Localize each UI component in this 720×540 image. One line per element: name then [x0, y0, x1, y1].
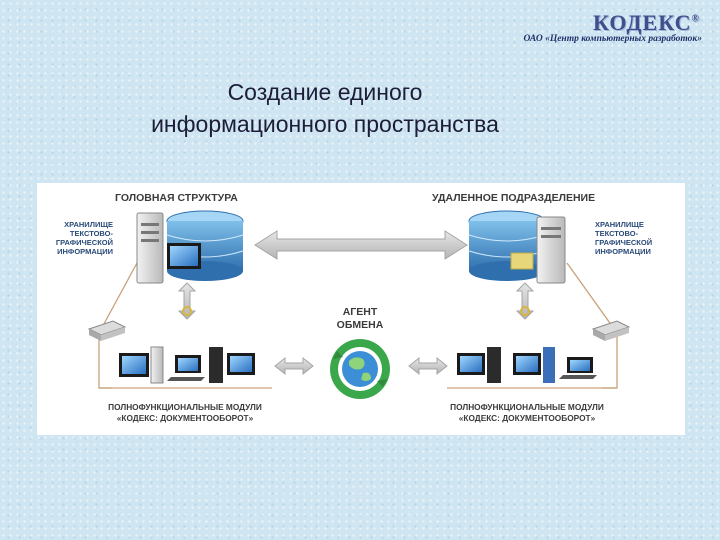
- kodeks-logo: КОДЕКС®: [592, 10, 700, 35]
- exchange-agent-globe-icon: [330, 339, 390, 399]
- remote-server-icon: [468, 210, 566, 284]
- title-line-2: информационного пространства: [151, 111, 499, 137]
- head-structure-label: ГОЛОВНАЯ СТРУКТУРА: [115, 192, 238, 204]
- agent-arrow-left-icon: [274, 356, 314, 376]
- svg-text:ИНФОРМАЦИИ: ИНФОРМАЦИИ: [57, 247, 113, 256]
- agent-label-line2: ОБМЕНА: [337, 319, 384, 331]
- sync-arrow-icon: [254, 230, 468, 260]
- vertical-arrow-left-icon: [177, 282, 197, 320]
- svg-text:ГРАФИЧЕСКОЙ: ГРАФИЧЕСКОЙ: [595, 238, 652, 247]
- modules-left-line2: «КОДЕКС: ДОКУМЕНТООБОРОТ»: [117, 413, 254, 423]
- workstations-right-icon: [457, 347, 597, 383]
- storage-label-left: ХРАНИЛИЩЕ ТЕКСТОВО- ГРАФИЧЕСКОЙ ИНФОРМАЦ…: [56, 220, 114, 256]
- workstations-left-icon: [119, 346, 255, 384]
- head-server-icon: [136, 210, 244, 284]
- key-left-icon: [182, 306, 192, 316]
- modules-right-line1: ПОЛНОФУНКЦИОНАЛЬНЫЕ МОДУЛИ: [450, 402, 604, 412]
- svg-text:ГРАФИЧЕСКОЙ: ГРАФИЧЕСКОЙ: [56, 238, 113, 247]
- vertical-arrow-right-icon: [515, 282, 535, 320]
- svg-text:ИНФОРМАЦИИ: ИНФОРМАЦИИ: [595, 247, 651, 256]
- network-diagram: ГОЛОВНАЯ СТРУКТУРА УДАЛЕННОЕ ПОДРАЗДЕЛЕН…: [37, 183, 685, 435]
- title-line-1: Создание единого: [227, 79, 423, 105]
- storage-label-right: ХРАНИЛИЩЕ ТЕКСТОВО- ГРАФИЧЕСКОЙ ИНФОРМАЦ…: [595, 220, 652, 256]
- svg-text:ХРАНИЛИЩЕ: ХРАНИЛИЩЕ: [595, 220, 644, 229]
- svg-text:ТЕКСТОВО-: ТЕКСТОВО-: [595, 229, 639, 238]
- slide-title: Создание единого информационного простра…: [0, 76, 720, 140]
- company-name: ОАО «Центр компьютерных разработок»: [523, 34, 702, 44]
- modules-right-line2: «КОДЕКС: ДОКУМЕНТООБОРОТ»: [459, 413, 596, 423]
- key-right-icon: [520, 306, 530, 316]
- router-right-icon: [591, 320, 631, 341]
- diagram-canvas: ГОЛОВНАЯ СТРУКТУРА УДАЛЕННОЕ ПОДРАЗДЕЛЕН…: [56, 192, 652, 423]
- modules-left-line1: ПОЛНОФУНКЦИОНАЛЬНЫЕ МОДУЛИ: [108, 402, 262, 412]
- svg-text:ТЕКСТОВО-: ТЕКСТОВО-: [70, 229, 114, 238]
- agent-label-line1: АГЕНТ: [343, 306, 378, 318]
- router-left-icon: [87, 320, 127, 341]
- network-lines: [98, 262, 618, 389]
- svg-text:ХРАНИЛИЩЕ: ХРАНИЛИЩЕ: [64, 220, 113, 229]
- remote-unit-label: УДАЛЕННОЕ ПОДРАЗДЕЛЕНИЕ: [432, 192, 595, 204]
- agent-arrow-right-icon: [408, 356, 448, 376]
